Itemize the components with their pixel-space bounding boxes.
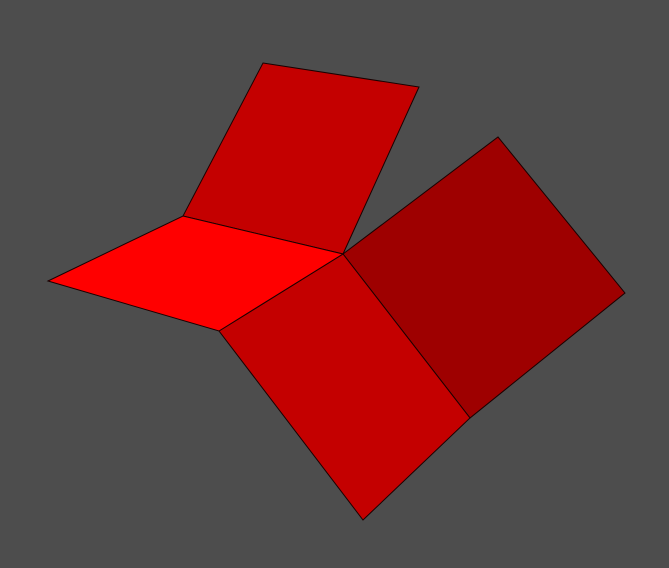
- face-left[interactable]: [46, 215, 345, 332]
